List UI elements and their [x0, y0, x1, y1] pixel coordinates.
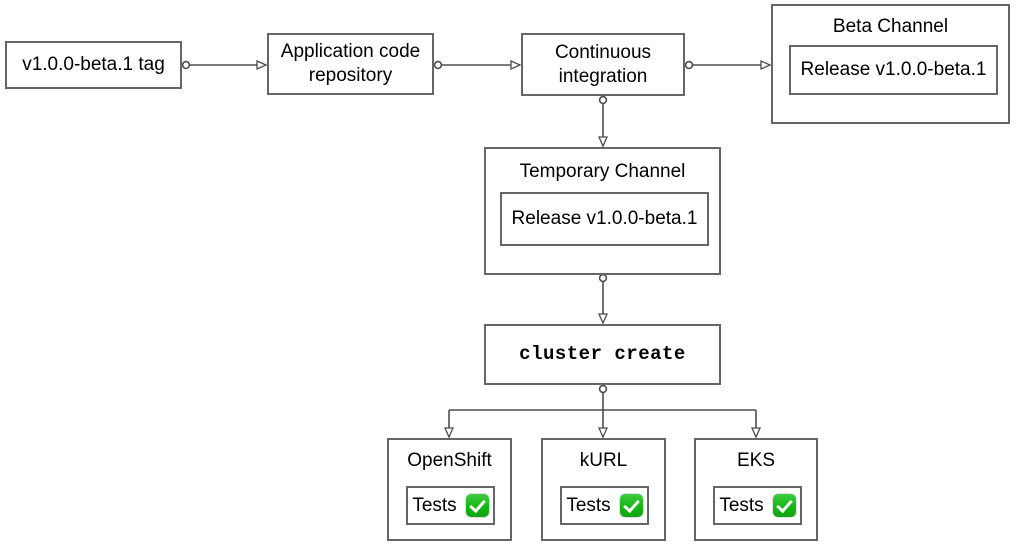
eks-tests-label: Tests: [719, 494, 764, 516]
eks-tests-box[interactable]: Tests: [713, 486, 802, 525]
beta-channel-release-box[interactable]: Release v1.0.0-beta.1: [789, 45, 998, 95]
check-mark-button-icon: [465, 494, 489, 517]
node-continuous-integration-label: Continuous integration: [555, 41, 651, 89]
check-mark-button-icon: [772, 494, 796, 517]
temporary-channel-release-box[interactable]: Release v1.0.0-beta.1: [500, 192, 709, 246]
edge-repo-to-ci: [433, 59, 522, 71]
group-eks[interactable]: EKS Tests: [694, 438, 818, 541]
group-temporary-channel[interactable]: Temporary Channel Release v1.0.0-beta.1: [484, 147, 721, 275]
beta-channel-release-label: Release v1.0.0-beta.1: [800, 59, 987, 80]
node-cluster-create-label: cluster create: [519, 342, 686, 365]
temporary-channel-release-label: Release v1.0.0-beta.1: [511, 208, 698, 229]
edge-ci-to-beta-channel: [684, 59, 772, 71]
edge-temporary-channel-to-cluster-create: [597, 273, 609, 325]
kurl-tests-label: Tests: [566, 494, 611, 516]
node-tag-label: v1.0.0-beta.1 tag: [22, 54, 165, 76]
group-openshift[interactable]: OpenShift Tests: [387, 438, 512, 541]
node-continuous-integration[interactable]: Continuous integration: [521, 33, 685, 96]
group-openshift-title: OpenShift: [407, 450, 492, 471]
ci-label-line1: Continuous: [554, 41, 652, 63]
check-mark-button-icon: [619, 494, 643, 517]
repo-label-line1: Application code: [280, 41, 421, 63]
group-kurl[interactable]: kURL Tests: [541, 438, 666, 541]
node-application-code-repository-label: Application code repository: [281, 40, 420, 88]
openshift-tests-box[interactable]: Tests: [406, 486, 495, 525]
group-beta-channel[interactable]: Beta Channel Release v1.0.0-beta.1: [771, 4, 1010, 124]
node-cluster-create[interactable]: cluster create: [484, 324, 721, 385]
group-beta-channel-title: Beta Channel: [832, 16, 949, 37]
edge-cluster-create-branch: [443, 384, 762, 439]
ci-label-line2: integration: [558, 65, 648, 87]
group-kurl-title: kURL: [579, 450, 628, 471]
openshift-tests-label: Tests: [412, 494, 457, 516]
kurl-tests-box[interactable]: Tests: [560, 486, 649, 525]
group-eks-title: EKS: [736, 450, 776, 471]
node-application-code-repository[interactable]: Application code repository: [267, 33, 434, 95]
edge-tag-to-repo: [181, 59, 268, 71]
repo-label-line2: repository: [308, 65, 393, 86]
edge-ci-to-temporary-channel: [597, 95, 609, 148]
node-tag[interactable]: v1.0.0-beta.1 tag: [5, 41, 182, 89]
group-temporary-channel-title: Temporary Channel: [519, 161, 686, 182]
